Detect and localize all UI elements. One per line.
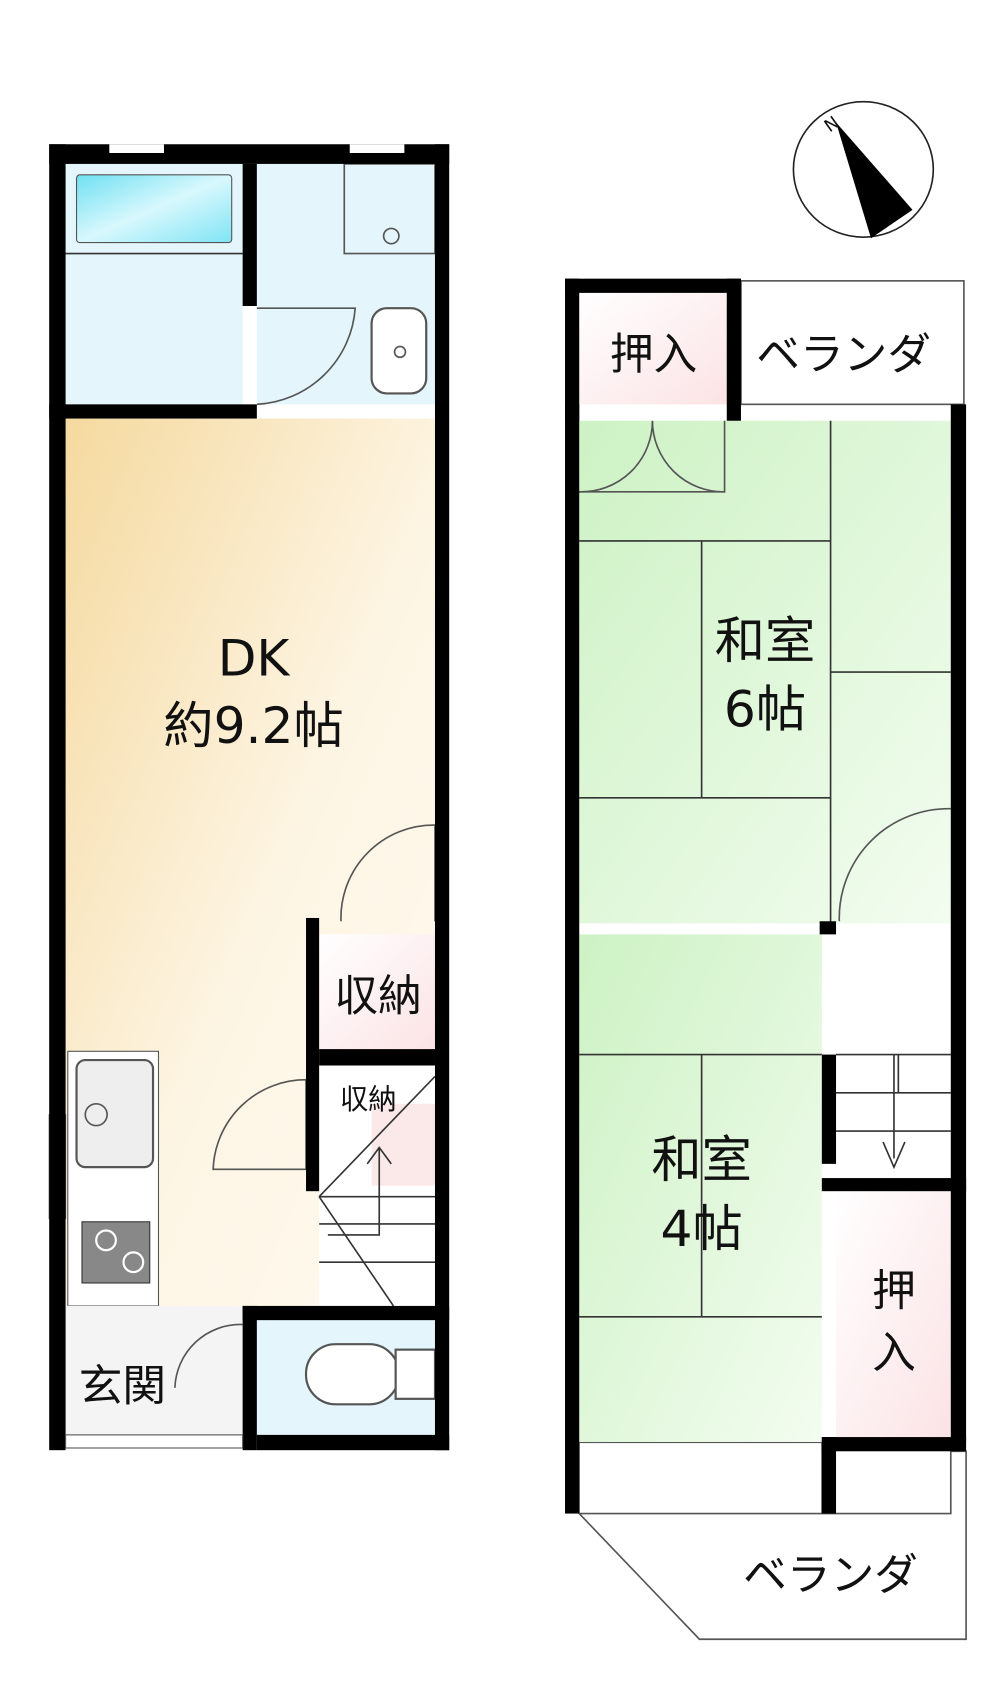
storage-upper-label: 収納 [334,971,421,1022]
stairs-icon [318,1075,436,1307]
closet-right-label-1: 押 [872,1266,916,1317]
veranda-top [740,280,965,406]
washitsu-6-label: 和室 [715,611,816,670]
entrance-label: 玄関 [79,1361,166,1412]
stairs-icon-2f [836,1053,951,1170]
dk-label: DK [218,628,292,687]
tatami-lines-6 [579,420,951,924]
bathtub-icon [75,174,233,244]
floor-1: DK 約9.2帖 収納 収納 玄関 [48,144,450,1451]
washitsu-4-label: 和室 [651,1130,752,1189]
closet-top [579,292,727,405]
stove-icon [81,1221,151,1284]
washitsu-4-size: 4帖 [661,1199,743,1258]
tatami-lines-4 [579,1053,822,1318]
sink-icon [75,1058,155,1169]
closet-right [836,1191,951,1438]
compass-needle-icon [836,122,913,239]
entrance [65,1305,243,1435]
floor-2: 押入 ベランダ 和室 6帖 和室 4帖 押 入 [565,278,967,1641]
storage-upper [319,934,435,1050]
compass: N [792,100,935,239]
storage-lower-label: 収納 [340,1083,397,1116]
dk-size: 約9.2帖 [163,696,343,755]
washitsu-4 [579,934,822,1443]
washbasin-icon [370,307,428,395]
toilet-icon [304,1343,401,1406]
veranda-bottom-label: ベランダ [743,1550,918,1601]
washitsu-6-size: 6帖 [724,680,806,739]
veranda-top-label: ベランダ [756,329,931,380]
closet-top-label: 押入 [610,329,697,380]
closet-right-label-2: 入 [872,1328,916,1379]
